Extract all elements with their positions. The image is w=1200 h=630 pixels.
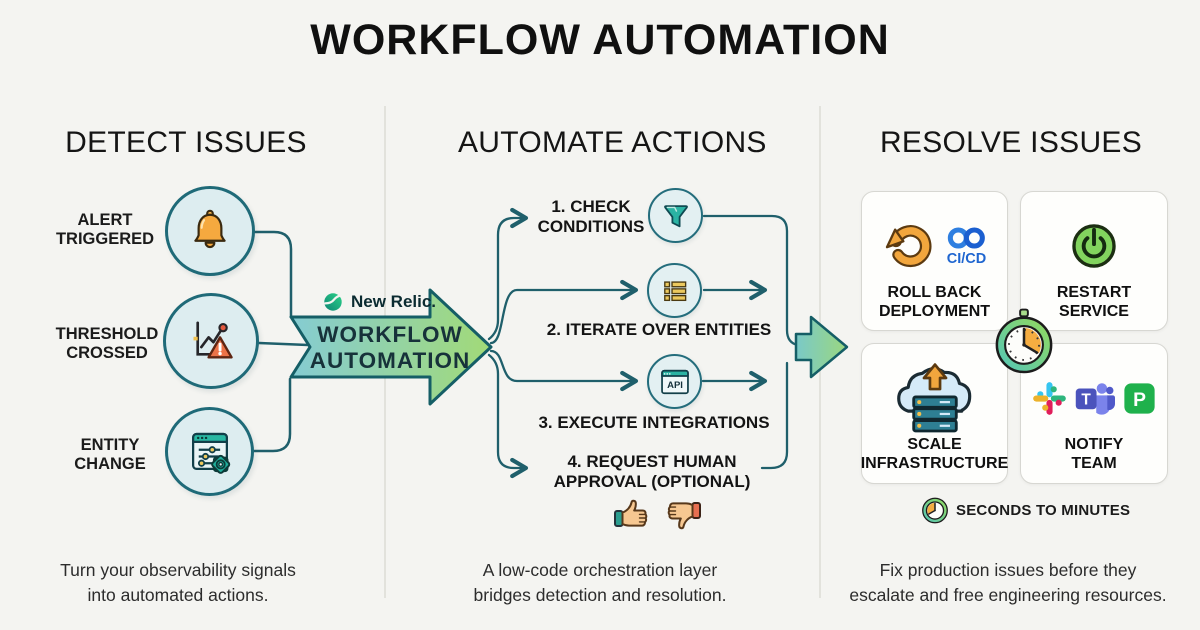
card-scale-infrastructure: SCALE INFRASTRUCTURE bbox=[861, 343, 1008, 484]
new-relic-mark-icon bbox=[324, 293, 343, 311]
pagerduty-icon: P bbox=[1124, 382, 1155, 414]
step2-label: 2. ITERATE OVER ENTITIES bbox=[546, 320, 772, 339]
card-label: NOTIFY TEAM bbox=[1064, 436, 1124, 472]
branch-to-step1 bbox=[487, 207, 529, 341]
thumbs-up-icon bbox=[610, 491, 656, 535]
slack-icon bbox=[1033, 381, 1066, 415]
branch-to-step4 bbox=[487, 353, 529, 479]
infinity-icon bbox=[947, 226, 985, 249]
thumbs-down-icon bbox=[659, 494, 705, 538]
card-label: ROLL BACK DEPLOYMENT bbox=[878, 284, 991, 320]
page-title: WORKFLOW AUTOMATION bbox=[310, 16, 890, 64]
stopwatch-icon bbox=[993, 308, 1055, 376]
bell-icon bbox=[194, 209, 226, 249]
funnel-icon bbox=[663, 204, 688, 227]
gear-icon bbox=[210, 454, 230, 474]
api-text: API bbox=[667, 380, 683, 391]
card-notify-team: T P NOTIFY TEAM bbox=[1020, 343, 1168, 484]
resolve-arrow bbox=[794, 315, 849, 379]
alert-circle bbox=[165, 186, 255, 276]
alert-triggered-label: ALERT TRIGGERED bbox=[55, 211, 155, 248]
step1-label: 1. CHECK CONDITIONS bbox=[537, 197, 645, 236]
step3-circle: API bbox=[647, 354, 702, 409]
step3-label: 3. EXECUTE INTEGRATIONS bbox=[538, 413, 770, 432]
branch-to-step3 bbox=[489, 349, 639, 392]
new-relic-wordmark: New Relic. bbox=[351, 292, 437, 311]
rollback-arrow-icon bbox=[885, 225, 931, 268]
resolve-caption: Fix production issues before they escala… bbox=[849, 560, 1167, 605]
threshold-circle bbox=[163, 293, 259, 389]
chart-warning-icon bbox=[193, 321, 233, 359]
teams-icon: T bbox=[1075, 382, 1115, 415]
step4-label: 4. REQUEST HUMAN APPROVAL (OPTIONAL) bbox=[553, 452, 751, 491]
step2-circle bbox=[647, 263, 702, 318]
cicd-badge: CI/CD bbox=[944, 226, 990, 267]
step1-circle bbox=[648, 188, 703, 243]
resolve-header: RESOLVE ISSUES bbox=[879, 126, 1143, 159]
timing-clock-icon bbox=[921, 496, 949, 525]
hub-arrow-label: WORKFLOW AUTOMATION bbox=[309, 322, 471, 373]
entity-change-label: ENTITY CHANGE bbox=[74, 436, 146, 473]
pagerduty-letter: P bbox=[1133, 390, 1146, 411]
card-restart-service: RESTART SERVICE bbox=[1020, 191, 1168, 331]
threshold-crossed-label: THRESHOLD CROSSED bbox=[55, 325, 159, 362]
entity-circle bbox=[165, 407, 254, 496]
card-label: RESTART SERVICE bbox=[1056, 284, 1132, 320]
connector-alert-to-hub bbox=[253, 230, 293, 318]
cloud-scale-icon bbox=[896, 362, 971, 432]
automate-header: AUTOMATE ACTIONS bbox=[458, 126, 767, 159]
card-roll-back-deployment: CI/CD ROLL BACK DEPLOYMENT bbox=[861, 191, 1008, 331]
card-label: SCALE INFRASTRUCTURE bbox=[860, 436, 1009, 472]
cicd-text: CI/CD bbox=[946, 250, 987, 267]
new-relic-logo: New Relic. bbox=[322, 291, 436, 313]
automate-caption: A low-code orchestration layer bridges d… bbox=[473, 560, 727, 605]
api-window-icon: API bbox=[660, 369, 689, 394]
power-icon bbox=[1072, 224, 1116, 268]
timing-label: SECONDS TO MINUTES bbox=[956, 502, 1131, 519]
list-icon bbox=[663, 280, 686, 301]
teams-letter: T bbox=[1081, 391, 1091, 408]
window-settings-icon bbox=[191, 432, 230, 474]
connector-entity-to-hub bbox=[251, 377, 292, 453]
detect-caption: Turn your observability signals into aut… bbox=[60, 560, 296, 605]
detect-header: DETECT ISSUES bbox=[65, 126, 307, 159]
detect-connectors bbox=[251, 230, 310, 453]
